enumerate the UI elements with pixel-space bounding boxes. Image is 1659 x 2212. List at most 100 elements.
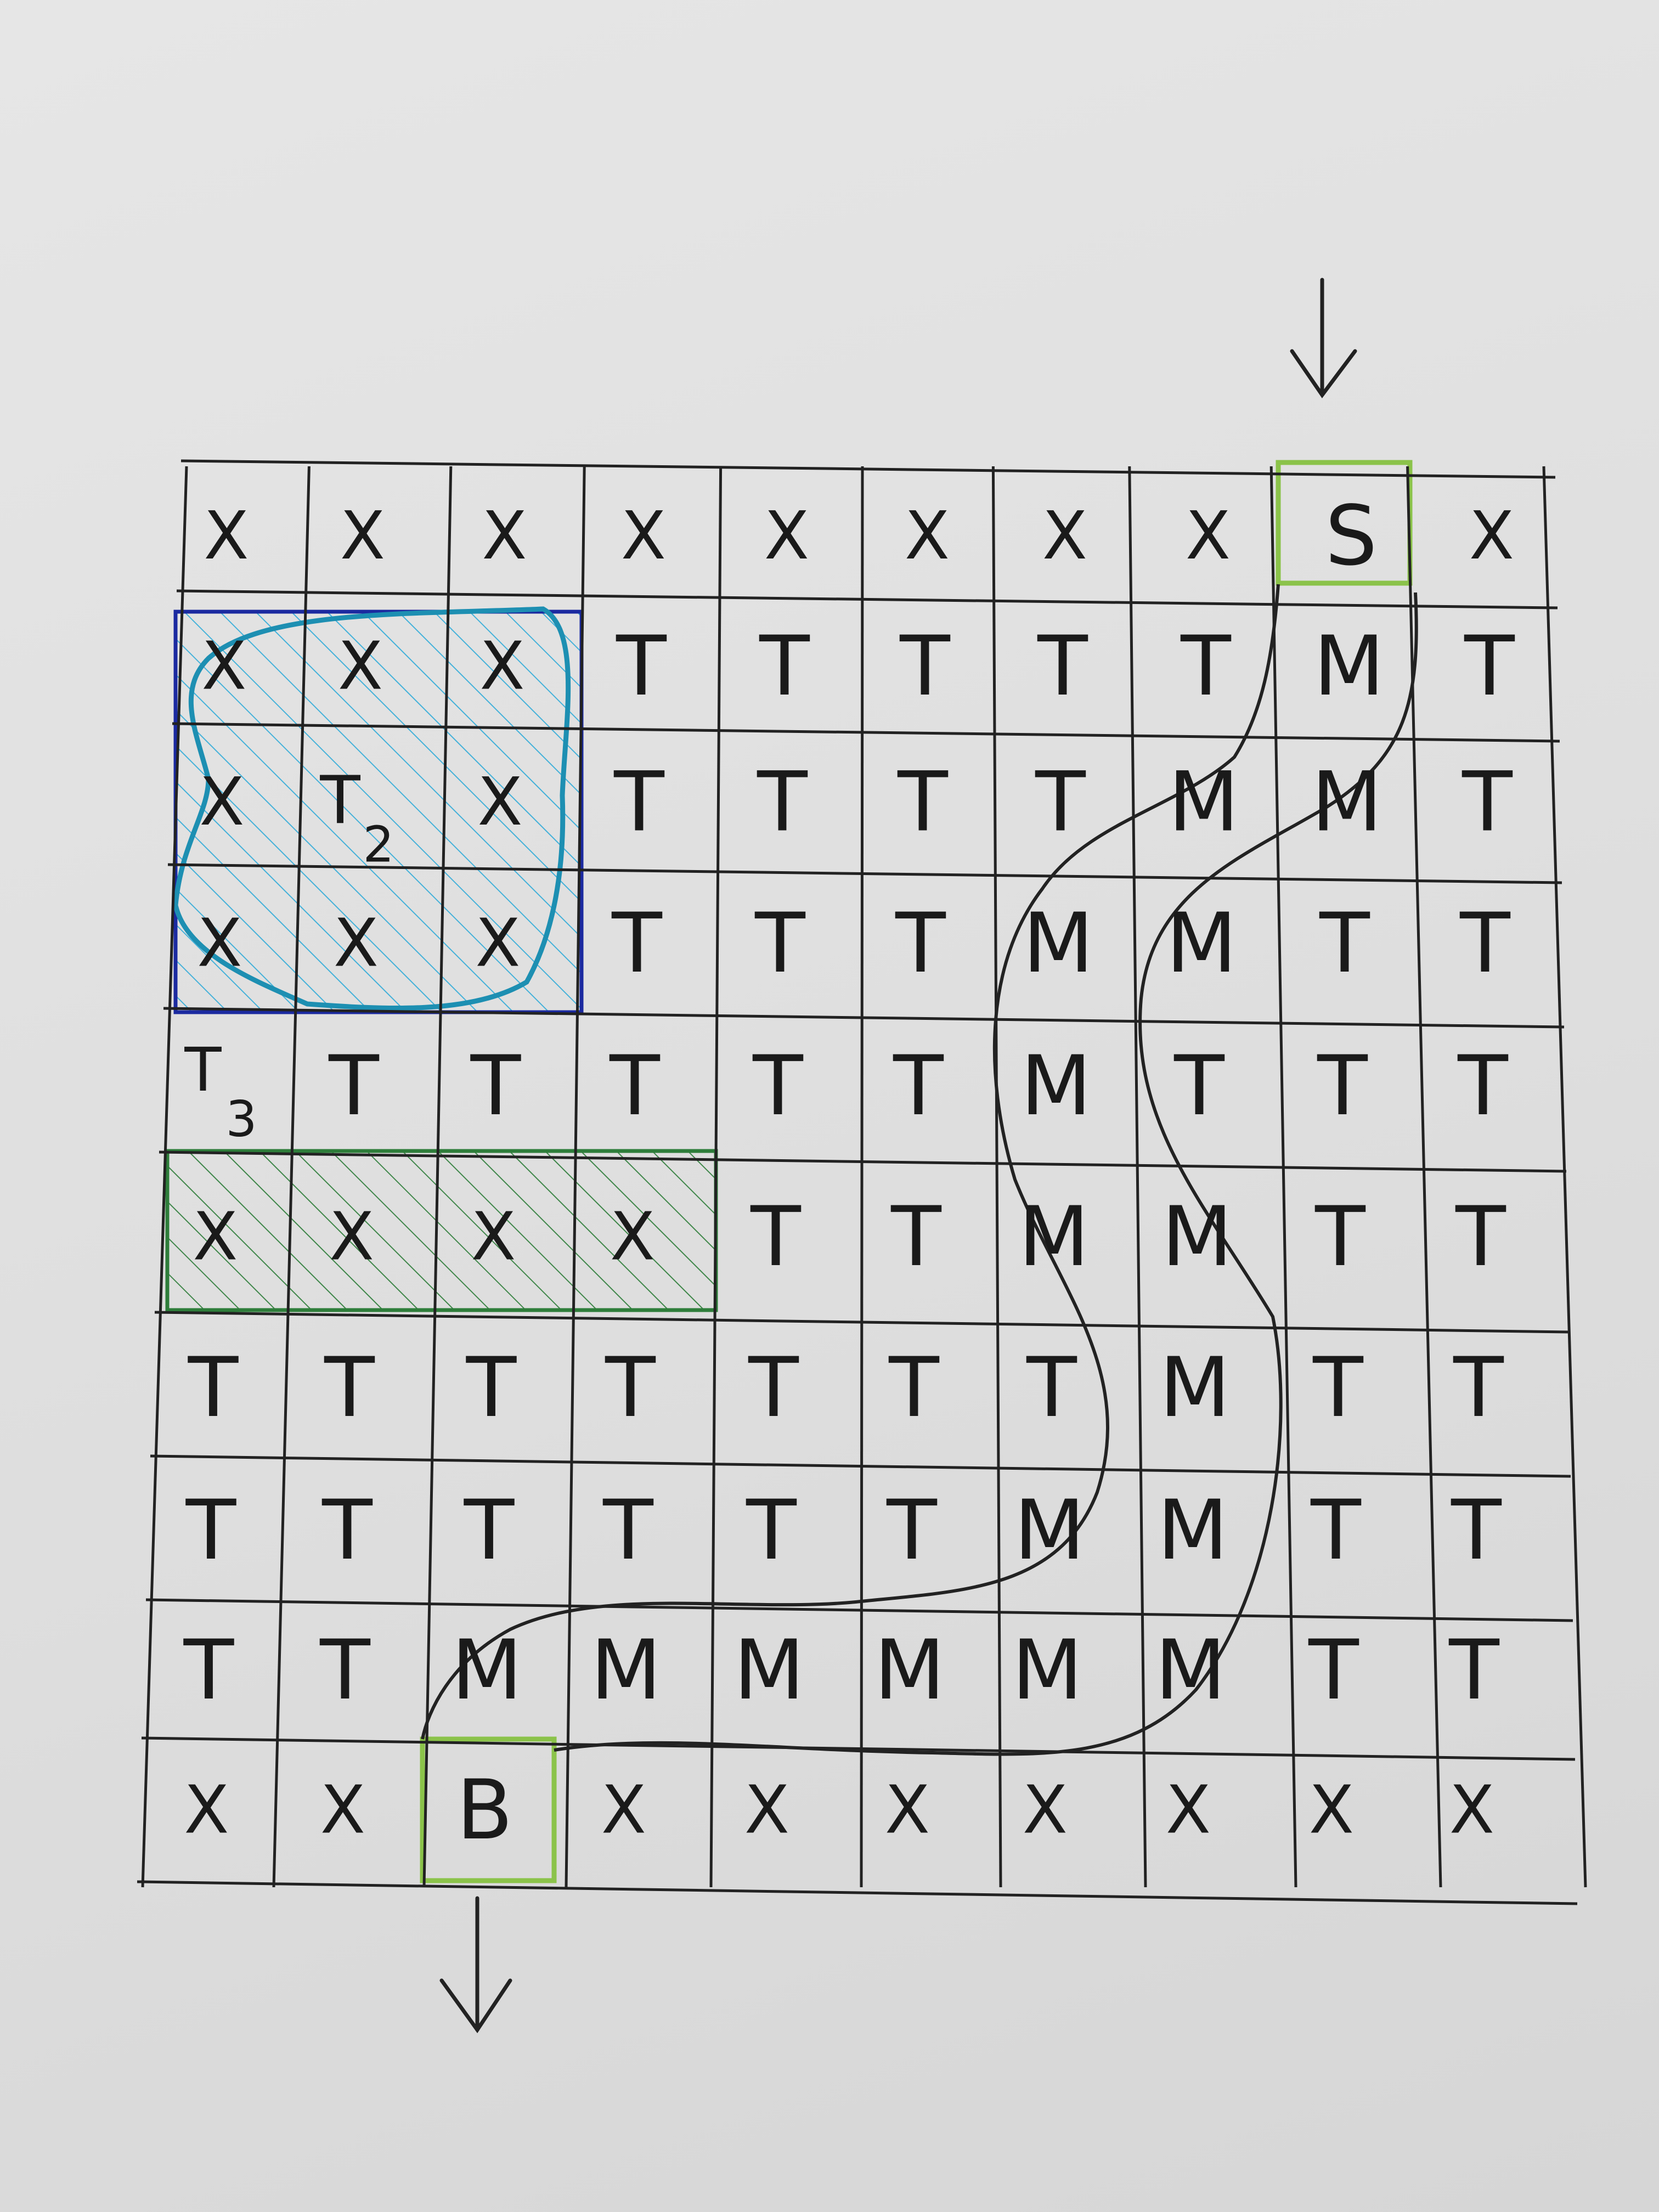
cell-t-r2-c3: T [613, 755, 665, 850]
cell-t-r7-c5: T [886, 1483, 938, 1578]
cell-m-r3-c6: M [1023, 896, 1093, 991]
cell-t-r6-c4: T [748, 1340, 799, 1436]
cell-x-r5-c0: X [193, 1199, 238, 1276]
cell-t-r6-c6: T [1026, 1340, 1077, 1436]
region-t2-letter: T [319, 763, 360, 839]
grid-column-line [1128, 466, 1147, 1888]
cell-t-r4-c3: T [609, 1039, 661, 1134]
cell-t-r1-c6: T [1037, 619, 1088, 714]
region-t3-subscript: 3 [225, 1091, 257, 1148]
grid-column-line [991, 466, 1002, 1888]
grid-column-line [1406, 466, 1442, 1888]
grid-row-line [145, 1598, 1573, 1622]
cell-x-r2-c2: X [477, 764, 522, 840]
cell-t-r7-c2: T [464, 1483, 515, 1578]
cell-t-r5-c9: T [1455, 1189, 1506, 1285]
cell-t-r4-c8: T [1317, 1039, 1368, 1134]
grid-row-line [141, 1736, 1576, 1761]
cell-x-r3-c0: X [197, 906, 242, 982]
cell-x-r5-c3: X [610, 1199, 655, 1276]
cell-x-r9-c5: X [885, 1773, 930, 1849]
cell-t-r6-c8: T [1312, 1340, 1364, 1436]
cell-t-r5-c4: T [750, 1189, 802, 1285]
cell-t-r4-c9: T [1457, 1039, 1509, 1134]
cell-t-r2-c5: T [897, 755, 949, 850]
cell-t-r3-c8: T [1319, 896, 1370, 991]
cell-m-r2-c7: M [1168, 755, 1239, 850]
cell-t-r3-c3: T [611, 896, 663, 991]
cell-t-r6-c3: T [605, 1340, 656, 1436]
cell-x-r2-c0: X [199, 764, 244, 840]
cell-m-r8-c6: M [1012, 1623, 1082, 1718]
entry-arrow-icon [1290, 278, 1357, 398]
grid-column-line [422, 466, 453, 1888]
grid-column-line [565, 466, 586, 1888]
cell-x-r0-c7: X [1186, 498, 1231, 574]
cell-t-r8-c9: T [1448, 1623, 1500, 1718]
cell-m-r1-c8: M [1313, 619, 1384, 714]
cell-x-r0-c5: X [905, 498, 950, 574]
cell-x-r0-c1: X [340, 498, 385, 574]
cell-x-r9-c0: X [184, 1773, 229, 1849]
cell-t-r7-c8: T [1310, 1483, 1362, 1578]
cell-x-r9-c3: X [601, 1773, 646, 1849]
region-t2-label: T 2 [319, 763, 394, 874]
cell-t-r2-c6: T [1035, 755, 1086, 850]
region-t2 [173, 606, 584, 1014]
cell-x-r0-c0: X [204, 498, 249, 574]
cell-m-r6-c7: M [1159, 1340, 1230, 1436]
cell-t-r1-c3: T [616, 619, 667, 714]
cell-t-r1-c9: T [1464, 619, 1515, 714]
cell-m-r8-c7: M [1155, 1623, 1226, 1718]
exit-arrow-icon [439, 1896, 512, 2034]
grid-row-line [172, 722, 1560, 743]
cell-t-r7-c0: T [185, 1483, 237, 1578]
cell-x-r5-c1: X [329, 1199, 374, 1276]
cell-m-r3-c7: M [1166, 896, 1237, 991]
cell-x-r9-c1: X [320, 1773, 365, 1849]
cell-m-r8-c4: M [733, 1623, 804, 1718]
cell-x-r9-c9: X [1449, 1773, 1494, 1849]
cell-s-r0-c8: S [1325, 489, 1377, 584]
cell-x-r5-c2: X [471, 1199, 516, 1276]
cell-t-r2-c9: T [1462, 755, 1513, 850]
grid-column-line [272, 466, 311, 1888]
grid-column-line [709, 466, 723, 1888]
cell-t-r1-c4: T [759, 619, 810, 714]
grid-lines [137, 459, 1587, 1905]
cell-x-r0-c4: X [764, 498, 809, 574]
cell-x-r3-c2: X [475, 906, 520, 982]
cell-t-r4-c4: T [752, 1039, 804, 1134]
grid-column-line [1542, 466, 1587, 1888]
cell-t-r1-c7: T [1180, 619, 1232, 714]
cell-t-r7-c9: T [1451, 1483, 1502, 1578]
cell-m-r4-c6: M [1020, 1039, 1091, 1134]
end-highlight [420, 1736, 557, 1883]
cell-x-r0-c9: X [1469, 498, 1514, 574]
cell-t-r7-c1: T [321, 1483, 373, 1578]
cell-m-r5-c6: M [1018, 1189, 1089, 1285]
cell-t-r4-c7: T [1173, 1039, 1225, 1134]
cell-t-r4-c5: T [893, 1039, 944, 1134]
grid-row-line [163, 1007, 1565, 1029]
cell-m-r5-c7: M [1161, 1189, 1232, 1285]
cell-t-r3-c4: T [754, 896, 806, 991]
cell-t-r8-c0: T [183, 1623, 235, 1718]
cell-m-r2-c8: M [1311, 755, 1382, 850]
cell-x-r0-c6: X [1042, 498, 1087, 574]
cell-m-r7-c6: M [1014, 1483, 1085, 1578]
region-t2-outline [173, 606, 571, 1011]
region-t3-label: T 3 [184, 1035, 257, 1148]
region-t3-letter: T [184, 1035, 222, 1105]
cell-m-r7-c7: M [1157, 1483, 1228, 1578]
cell-t-r7-c4: T [746, 1483, 797, 1578]
region-t3-bar [165, 1149, 718, 1312]
cell-x-r1-c1: X [338, 629, 383, 705]
grid-row-line [167, 863, 1562, 884]
cell-m-r8-c2: M [452, 1623, 522, 1718]
grid-column-line [860, 466, 864, 1888]
cell-t-r3-c5: T [895, 896, 946, 991]
